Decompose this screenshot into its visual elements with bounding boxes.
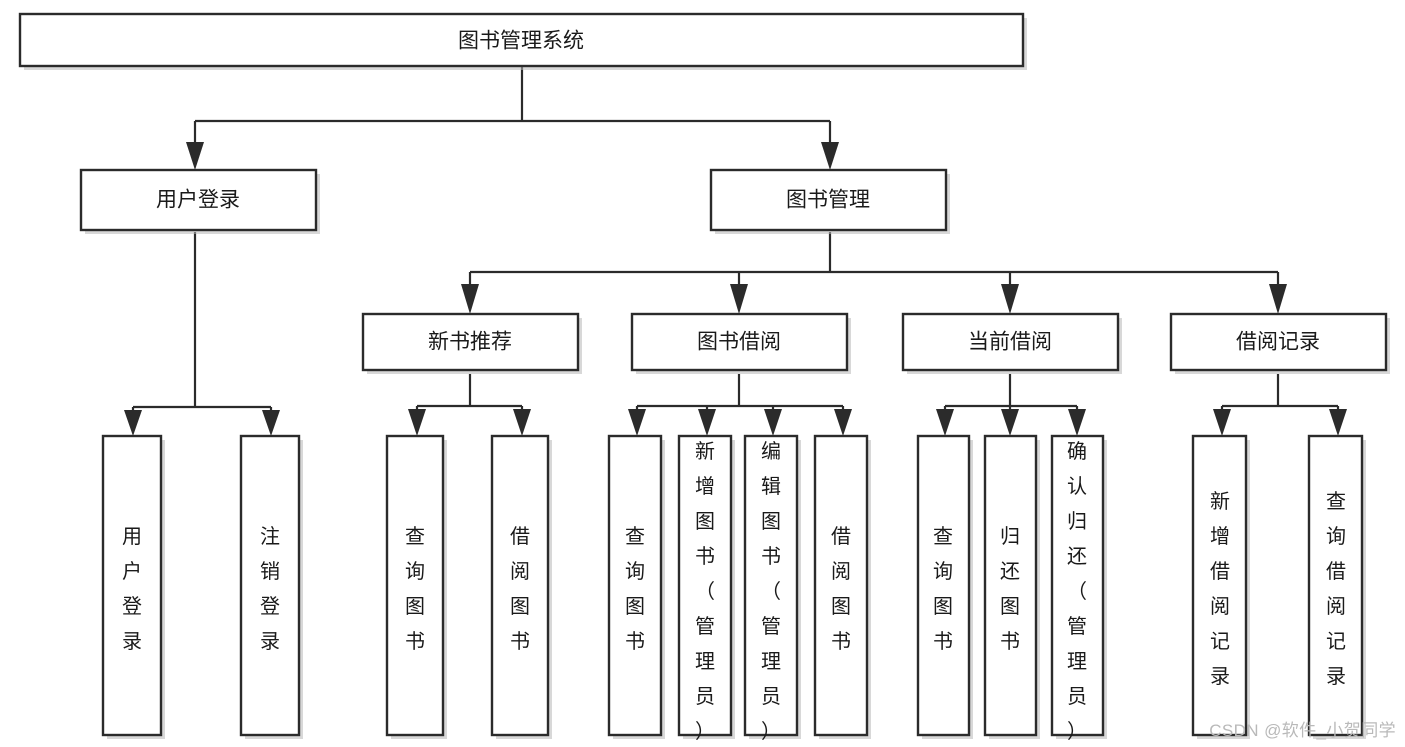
connector-book-borrow-to-leaves-bus: [635, 374, 845, 416]
node-borrow-record-label: 借阅记录: [1236, 331, 1320, 354]
csdn-watermark: CSDN @软件_小贺同学: [1209, 721, 1396, 740]
leaf-borrow-book-2-label: 借阅图书: [831, 525, 851, 653]
arrow-head-to-leaf-borrow-book-2: [834, 409, 852, 436]
arrow-head-to-user-login: [186, 142, 204, 170]
leaf-add-borrow-record-label: 新增借阅记录: [1210, 490, 1230, 688]
arrow-head-to-new-book-recommend: [461, 284, 479, 314]
leaf-add-borrow-record-box[interactable]: [1191, 434, 1248, 737]
arrow-head-to-leaf-edit-book-admin: [764, 409, 782, 436]
node-root-label: 图书管理系统: [458, 30, 584, 53]
connector-borrow-record-to-leaves-bus: [1220, 374, 1340, 416]
leaf-query-book-3-label: 查询图书: [933, 525, 953, 653]
arrow-head-to-current-borrow: [1001, 284, 1019, 314]
node-book-borrow[interactable]: 图书借阅: [630, 312, 851, 374]
node-user-login[interactable]: 用户登录: [79, 168, 320, 234]
connector-layer: [124, 66, 1347, 436]
node-book-management-label: 图书管理: [786, 189, 870, 212]
leaf-user-logout[interactable]: 注销登录: [239, 434, 303, 739]
node-new-book-recommend[interactable]: 新书推荐: [361, 312, 582, 374]
node-new-book-recommend-box[interactable]: [361, 312, 580, 372]
node-root-box[interactable]: [18, 12, 1025, 68]
connector-book-management-to-level3-bus: [468, 232, 1280, 284]
arrow-head-to-book-management: [821, 142, 839, 170]
leaf-borrow-book-1[interactable]: 借阅图书: [490, 434, 552, 739]
leaf-query-borrow-record-box[interactable]: [1307, 434, 1364, 737]
node-borrow-record-box[interactable]: [1169, 312, 1388, 372]
leaf-edit-book-admin[interactable]: 编辑图书（管理员）: [743, 434, 801, 743]
leaf-add-book-admin-box[interactable]: [677, 434, 733, 737]
arrow-head-to-leaf-user-login: [124, 410, 142, 436]
arrow-head-to-leaf-add-book-admin: [698, 409, 716, 436]
arrow-head-to-leaf-confirm-return-admin: [1068, 409, 1086, 436]
leaf-confirm-return-admin-box[interactable]: [1050, 434, 1105, 737]
arrow-head-to-borrow-record: [1269, 284, 1287, 314]
leaf-edit-book-admin-label: 编辑图书（管理员）: [761, 440, 781, 743]
leaf-edit-book-admin-box[interactable]: [743, 434, 799, 737]
leaf-add-borrow-record[interactable]: 新增借阅记录: [1191, 434, 1250, 739]
leaf-return-book[interactable]: 归还图书: [983, 434, 1040, 739]
leaf-query-book-1-label: 查询图书: [405, 525, 425, 653]
leaf-user-login[interactable]: 用户登录: [101, 434, 165, 739]
node-book-management[interactable]: 图书管理: [709, 168, 950, 234]
arrow-head-to-leaf-return-book: [1001, 409, 1019, 436]
leaf-borrow-book-2-box[interactable]: [813, 434, 869, 737]
arrow-head-to-leaf-query-book-2: [628, 409, 646, 436]
leaf-query-book-1-box[interactable]: [385, 434, 445, 737]
leaf-return-book-label: 归还图书: [1000, 525, 1020, 653]
leaf-confirm-return-admin-label: 确认归还（管理员）: [1067, 440, 1087, 743]
leaf-borrow-book-1-label: 借阅图书: [510, 525, 530, 653]
leaf-query-book-2-box[interactable]: [607, 434, 663, 737]
leaf-query-book-2-label: 查询图书: [625, 525, 645, 653]
arrow-head-to-leaf-query-book-3: [936, 409, 954, 436]
node-book-borrow-label: 图书借阅: [697, 331, 781, 354]
node-book-borrow-box[interactable]: [630, 312, 849, 372]
leaf-add-book-admin-label: 新增图书（管理员）: [695, 440, 715, 743]
connector-root-to-level2-bus: [193, 66, 832, 142]
node-new-book-recommend-label: 新书推荐: [428, 331, 512, 354]
node-root[interactable]: 图书管理系统: [18, 12, 1027, 70]
leaf-user-login-label: 用户登录: [122, 526, 142, 653]
node-book-management-box[interactable]: [709, 168, 948, 232]
leaf-user-logout-box[interactable]: [239, 434, 301, 737]
arrow-head-to-leaf-add-borrow-record: [1213, 409, 1231, 436]
leaf-confirm-return-admin[interactable]: 确认归还（管理员）: [1050, 434, 1107, 743]
node-current-borrow-box[interactable]: [901, 312, 1120, 372]
leaf-query-book-3[interactable]: 查询图书: [916, 434, 973, 739]
node-user-login-box[interactable]: [79, 168, 318, 232]
leaf-borrow-book-1-box[interactable]: [490, 434, 550, 737]
leaf-borrow-book-2[interactable]: 借阅图书: [813, 434, 871, 739]
leaf-query-book-1[interactable]: 查询图书: [385, 434, 447, 739]
arrow-head-to-leaf-user-logout: [262, 410, 280, 436]
node-user-login-label: 用户登录: [156, 189, 240, 212]
leaf-return-book-box[interactable]: [983, 434, 1038, 737]
arrow-head-to-leaf-borrow-book-1: [513, 409, 531, 436]
leaf-query-borrow-record[interactable]: 查询借阅记录: [1307, 434, 1366, 739]
arrow-head-to-leaf-query-book-1: [408, 409, 426, 436]
connector-user-login-to-leaves-bus: [131, 232, 273, 418]
leaf-add-book-admin[interactable]: 新增图书（管理员）: [677, 434, 735, 743]
node-borrow-record[interactable]: 借阅记录: [1169, 312, 1390, 374]
arrow-head-to-book-borrow: [730, 284, 748, 314]
leaf-query-book-3-box[interactable]: [916, 434, 971, 737]
connector-new-book-recommend-to-leaves-bus: [415, 374, 524, 416]
leaf-user-logout-label: 注销登录: [260, 525, 280, 653]
leaf-query-book-2[interactable]: 查询图书: [607, 434, 665, 739]
node-current-borrow-label: 当前借阅: [968, 331, 1052, 354]
leaf-user-login-box[interactable]: [101, 434, 163, 737]
node-current-borrow[interactable]: 当前借阅: [901, 312, 1122, 374]
leaf-layer: 用户登录 注销登录 查询图书 借阅图书 查询图书 新增图书（管理员）: [101, 434, 1366, 743]
arrow-head-to-leaf-query-borrow-record: [1329, 409, 1347, 436]
leaf-query-borrow-record-label: 查询借阅记录: [1326, 490, 1346, 688]
